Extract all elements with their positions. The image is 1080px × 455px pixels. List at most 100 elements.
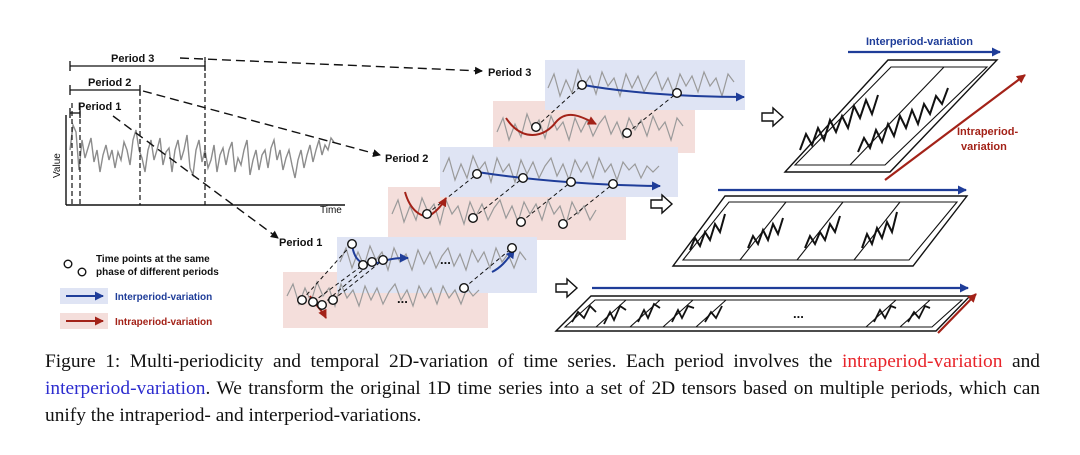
period-3-stack-label: Period 3 <box>488 67 531 79</box>
period-3-intra-arrow <box>505 113 597 136</box>
period-2-phase-link <box>562 183 614 225</box>
tensor-top-interperiod-label: Interperiod-variation <box>866 36 973 48</box>
period-1-series-back <box>286 280 480 309</box>
legend: Time points at the same phase of differe… <box>60 254 219 329</box>
phase-point <box>518 172 529 183</box>
phase-point <box>566 176 577 187</box>
phase-point <box>317 300 328 311</box>
tensor-bottom-cell-series <box>907 304 931 323</box>
period-1-front-ellipsis: ... <box>440 252 451 267</box>
phase-point <box>577 79 588 90</box>
phase-point <box>531 121 542 132</box>
value-axis-label: Value <box>52 153 63 178</box>
period-1-back-ellipsis: ... <box>397 291 408 306</box>
tensor-mid-cell-series <box>804 215 841 249</box>
tensor-bottom-intraperiod-arrow <box>937 293 977 334</box>
period-1-phase-link <box>301 243 353 301</box>
phase-point <box>459 283 470 294</box>
period-2-phase-link <box>520 181 572 223</box>
figure-caption: Figure 1: Multi-periodicity and temporal… <box>45 348 1040 429</box>
phase-point <box>422 208 433 219</box>
tensor-bottom-outer <box>554 295 972 332</box>
tensor-top-inner <box>793 66 989 166</box>
period-1-series-front <box>339 244 527 273</box>
tensor-mid-inner <box>681 201 959 261</box>
tensor-bottom-ellipsis: ... <box>793 306 804 321</box>
legend-points-label-2: phase of different periods <box>96 267 219 278</box>
phase-point <box>347 238 358 249</box>
period-3-phase-link <box>535 84 583 128</box>
caption-interperiod-highlight: interperiod-variation <box>45 378 206 399</box>
period-3-series-front <box>547 68 735 99</box>
period-2-pointer <box>142 90 381 158</box>
tensor-bottom-inner <box>563 299 964 328</box>
tensor-2d-period-1: ... <box>554 283 977 334</box>
period-1-stack-label: Period 1 <box>279 237 322 249</box>
phase-point <box>472 168 483 179</box>
period-3-stack: Period 3 <box>488 60 745 153</box>
tensor-bottom-cell-series <box>637 302 661 323</box>
period-2-phase-link <box>426 173 478 215</box>
period-1-bracket: Period 1 <box>69 101 121 118</box>
phase-point <box>622 127 633 138</box>
period-3-series-back <box>496 112 684 143</box>
tensor-mid-cell-series <box>747 217 784 249</box>
figure-diagram: Value Time Period 3 Period 2 Period 1 <box>52 36 1026 334</box>
phase-point <box>308 297 319 308</box>
phase-point <box>516 216 527 227</box>
period-3-bracket: Period 3 <box>69 53 206 71</box>
tensor-bottom-cell-series <box>704 305 723 323</box>
time-axis-label: Time <box>320 205 342 216</box>
tensor-2d-period-2 <box>671 185 969 267</box>
phase-point <box>378 254 389 265</box>
phase-point <box>558 218 569 229</box>
tensor-2d-period-3: Interperiod-variation Intraperiod- varia… <box>783 36 1026 181</box>
legend-points-label: Time points at the same <box>96 254 210 265</box>
original-series-line <box>69 122 335 179</box>
period-3-inter-box <box>545 60 745 110</box>
period-2-series-back <box>391 196 597 227</box>
period-3-inter-arrow <box>577 83 745 102</box>
legend-point-icon <box>77 267 87 277</box>
transform-arrow-icon <box>650 193 674 215</box>
legend-point-icon <box>63 259 73 269</box>
legend-inter-label: Interperiod-variation <box>115 292 212 303</box>
tensor-top-divider <box>849 66 945 166</box>
phase-point <box>328 295 339 306</box>
phase-point <box>297 295 308 306</box>
tensor-top-outer <box>783 59 999 173</box>
tensor-bottom-cell-series <box>671 304 695 323</box>
caption-text: and <box>1002 351 1040 372</box>
period-1-phase-link <box>332 259 384 301</box>
tensor-bottom-cell-series <box>571 304 597 323</box>
period-2-inter-arrow <box>476 171 661 191</box>
transform-arrow-icon <box>761 106 785 128</box>
tensor-bottom-divider <box>662 299 694 328</box>
tensor-top-cell-series <box>857 87 949 153</box>
tensor-top-intraperiod-label-2: variation <box>961 141 1007 153</box>
period-2-label: Period 2 <box>88 77 131 89</box>
tensor-mid-cell-series <box>861 211 898 249</box>
period-2-stack: Period 2 <box>385 147 678 240</box>
period-1-phase-link <box>312 264 364 303</box>
legend-intra-label: Intraperiod-variation <box>115 317 212 328</box>
tensor-bottom-cell-series <box>603 304 627 325</box>
tensor-top-intraperiod-label: Intraperiod- <box>957 126 1018 138</box>
original-series-plot: Value Time Period 3 Period 2 Period 1 <box>52 53 345 216</box>
caption-text: . We transform the original 1D time seri… <box>45 378 1040 426</box>
period-3-phase-link <box>626 92 678 134</box>
phase-point <box>367 257 378 268</box>
tensor-top-cell-series <box>799 94 879 151</box>
tensor-mid-cell-series <box>689 213 726 251</box>
phase-point <box>468 212 479 223</box>
caption-text: Figure 1: Multi-periodicity and temporal… <box>45 351 842 372</box>
period-1-stack: Period 1 ... ... <box>279 237 537 328</box>
phase-point <box>672 87 683 98</box>
period-3-pointer <box>179 57 483 75</box>
phase-point <box>608 178 619 189</box>
period-1-label: Period 1 <box>78 101 121 113</box>
phase-point <box>358 260 369 271</box>
period-2-bracket: Period 2 <box>69 77 141 95</box>
period-2-stack-label: Period 2 <box>385 153 428 165</box>
period-1-pointer <box>112 115 279 239</box>
